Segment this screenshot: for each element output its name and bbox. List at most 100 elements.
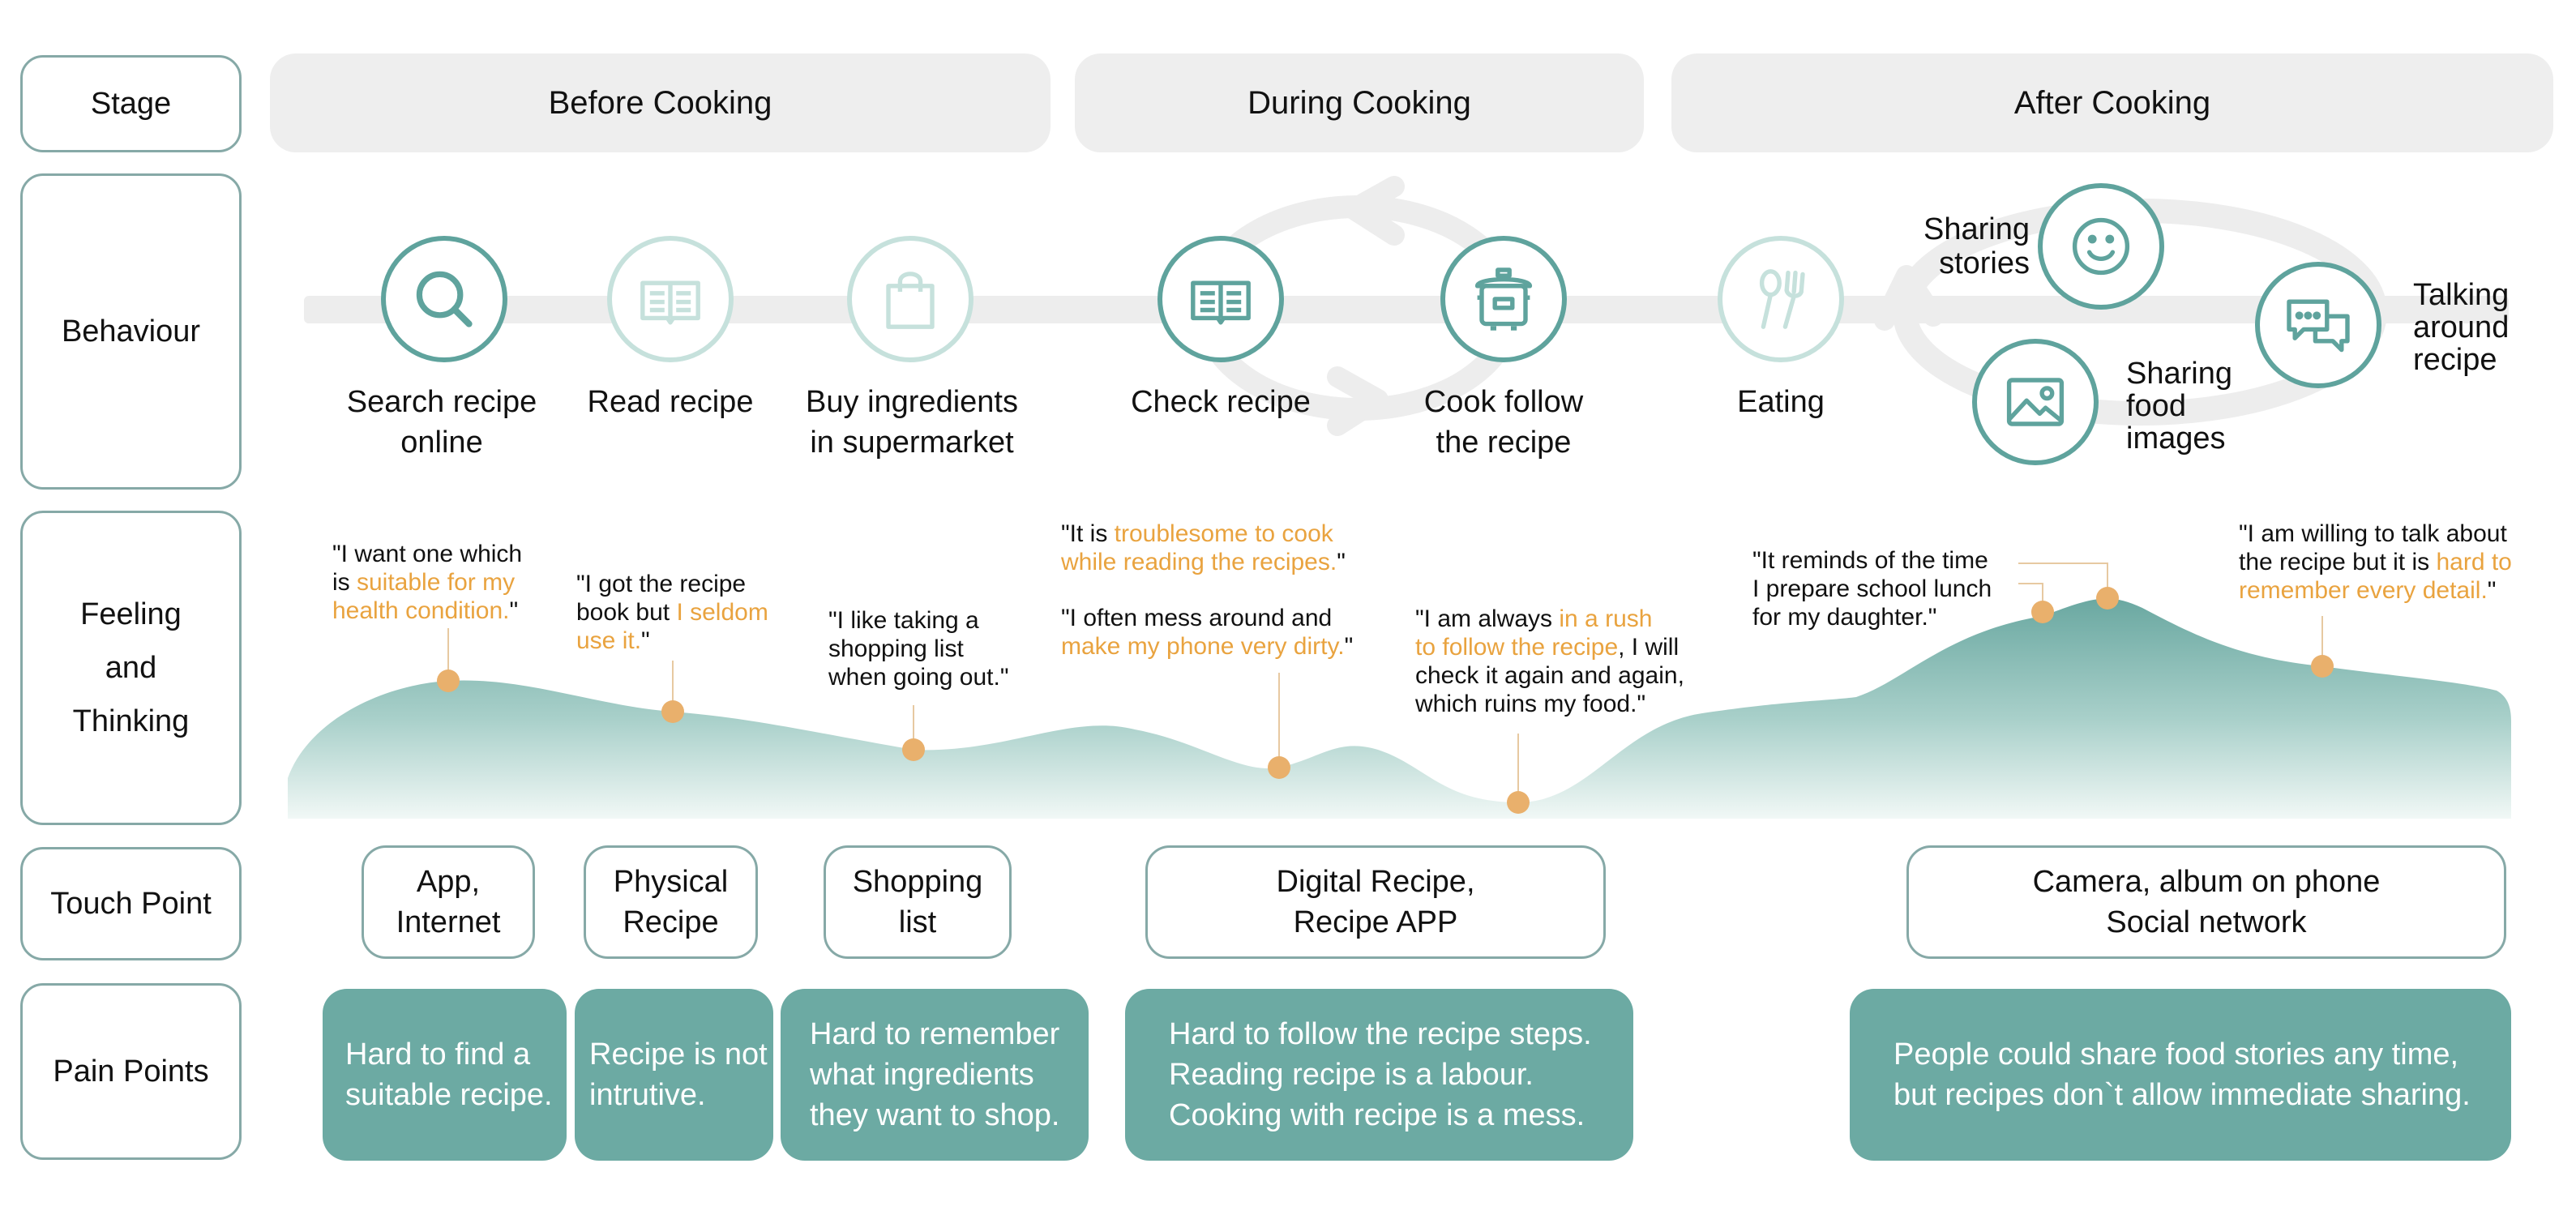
quote-line: "I like taking a [828, 606, 1008, 635]
pain-point-sharing: People could share food stories any time… [1850, 989, 2511, 1161]
loop-arrow-top [1343, 176, 1405, 246]
quote-line: the recipe but it is hard to [2239, 548, 2512, 576]
quote-text: when going out." [828, 664, 1009, 691]
row-label-text: Behaviour [61, 314, 201, 349]
feeling-curve [288, 598, 2511, 819]
label-line: around [2413, 310, 2510, 344]
feeling-point [1507, 791, 1530, 814]
label-line: Talking [2413, 278, 2510, 312]
quote-text: " [1337, 549, 1346, 575]
quote-line: "I am always in a rush [1415, 605, 1684, 633]
quote-highlight: while reading the recipes. [1061, 549, 1337, 575]
quote-highlight: hard to [2436, 549, 2512, 575]
feeling-point [2031, 601, 2054, 623]
row-label-text: Feeling [80, 597, 182, 631]
quote-line: while reading the recipes." [1061, 548, 1346, 576]
eating-node [1718, 236, 1844, 362]
pp-line: suitable recipe. [345, 1078, 553, 1112]
check-recipe-node [1157, 236, 1284, 362]
quote-highlight: to follow the recipe [1415, 634, 1619, 661]
quote-line: for my daughter." [1752, 603, 1992, 631]
feeling-point [2096, 587, 2119, 610]
quote-line: is suitable for my [332, 568, 522, 597]
quote-text: the recipe but it is [2239, 549, 2437, 575]
pp-line: what ingredients [810, 1058, 1034, 1092]
quote-text: , I will [1618, 634, 1680, 661]
tp-line: Digital Recipe, [1276, 865, 1475, 899]
quote-text: " [2487, 577, 2497, 604]
quote-line: I prepare school lunch [1752, 575, 1992, 603]
pp-line: People could share food stories any time… [1893, 1037, 2459, 1072]
quote-highlight: make my phone very dirty. [1061, 633, 1345, 660]
quote-text: "I am always [1415, 605, 1560, 632]
tp-line: App, [416, 865, 481, 899]
quote-line: "It reminds of the time [1752, 546, 1992, 575]
row-label-feeling: Feeling and Thinking [20, 511, 242, 825]
sharing-loop-arrow [1874, 265, 1944, 331]
tp-line: list [898, 905, 937, 939]
tp-line: Recipe [623, 905, 719, 939]
shopping-bag-icon [886, 272, 935, 329]
feeling-point [2311, 655, 2334, 678]
quote-line: "I am willing to talk about [2239, 520, 2512, 548]
pp-line: Cooking with recipe is a mess. [1169, 1098, 1585, 1132]
label-line: food [2126, 389, 2186, 423]
quote-highlight: remember every detail. [2239, 577, 2488, 604]
rice-cooker-icon [1474, 267, 1533, 331]
stage-label: Before Cooking [548, 84, 772, 121]
quote-line: "I often mess around and [1061, 604, 1353, 632]
tp-line: Social network [2106, 905, 2307, 939]
pp-line: they want to shop. [810, 1098, 1060, 1132]
touch-point-digital: Digital Recipe,Recipe APP [1145, 845, 1606, 959]
row-label-text: Stage [90, 87, 172, 121]
touch-point-app: App, Internet [362, 845, 535, 959]
quote-text: "I often mess around and [1061, 605, 1333, 631]
cook-recipe-node [1440, 236, 1567, 362]
label-line: Search recipe [346, 385, 537, 419]
quote-line: remember every detail." [2239, 576, 2512, 605]
quote-highlight: suitable for my [357, 569, 516, 596]
quote-highlight: in a rush [1559, 605, 1653, 632]
pp-line: Hard to follow the recipe steps. [1169, 1017, 1592, 1051]
pp-line: intrutive. [589, 1078, 706, 1112]
quote-text: is [332, 569, 357, 596]
row-label-text: Thinking [72, 704, 190, 738]
chat-bubbles-icon [2287, 299, 2350, 353]
label-line: recipe [2413, 343, 2497, 377]
sharing-stories-node [2038, 183, 2164, 310]
row-label-pain-points: Pain Points [20, 983, 242, 1160]
quote-line: "I want one which [332, 540, 522, 568]
quote-line: when going out." [828, 663, 1008, 691]
behaviour-label: Check recipe [1099, 382, 1342, 422]
label-line: online [400, 426, 483, 460]
feeling-point [902, 738, 925, 761]
label-line: Eating [1737, 385, 1825, 419]
search-recipe-node [381, 236, 507, 362]
quote-text: "I got the recipe [576, 571, 747, 597]
quote-text: "I am willing to talk about [2239, 520, 2507, 547]
quote-text: " [1344, 633, 1354, 660]
quote-line: check it again and again, [1415, 661, 1684, 690]
behaviour-label: Eating [1700, 382, 1862, 422]
pp-line: Reading recipe is a labour. [1169, 1058, 1534, 1092]
feeling-point [437, 669, 460, 692]
buy-ingredients-node [847, 236, 973, 362]
loop-arrow-bottom [1327, 366, 1389, 436]
spoon-fork-icon [1759, 269, 1805, 329]
open-book-icon [640, 280, 700, 325]
label-line: Check recipe [1131, 385, 1311, 419]
sharing-images-node [1972, 339, 2099, 465]
tp-line: Internet [396, 905, 501, 939]
smiley-icon [2072, 217, 2130, 276]
